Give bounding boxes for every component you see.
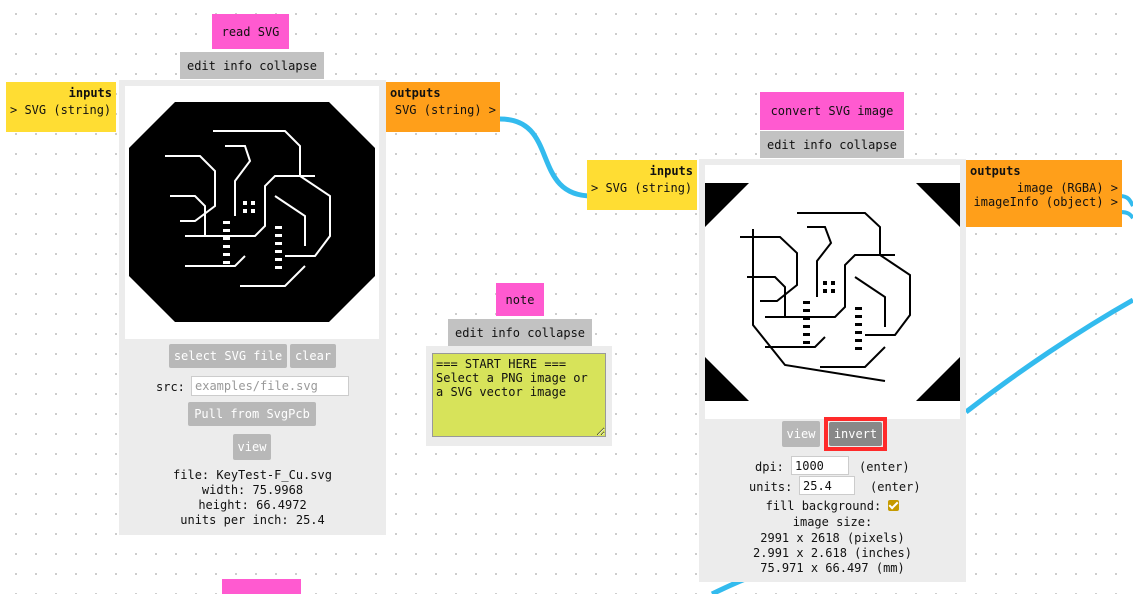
output-port-imageinfo[interactable]: imageInfo (object) >	[973, 195, 1119, 209]
select-svg-file-button[interactable]: select SVG file	[169, 344, 287, 368]
dpi-hint: (enter)	[859, 460, 910, 474]
units-label: units:	[749, 480, 793, 494]
units-input[interactable]	[799, 476, 855, 495]
svg-preview	[125, 86, 379, 339]
fill-background-label: fill background:	[765, 499, 882, 513]
convert-outputs-header: outputs	[970, 164, 1021, 178]
wire-read-to-convert	[499, 116, 593, 199]
convert-inputs-header: inputs	[649, 164, 693, 178]
note-panel: === START HERE === Select a PNG image or…	[426, 346, 612, 446]
convert-outputs: outputs image (RGBA) > imageInfo (object…	[966, 160, 1122, 227]
clear-button[interactable]: clear	[290, 344, 336, 368]
inputs-header: inputs	[68, 86, 112, 100]
converted-preview	[705, 165, 960, 419]
file-width: width: 75.9968	[201, 483, 304, 497]
convert-input-port-svg[interactable]: > SVG (string)	[591, 181, 693, 195]
read-svg-inputs: inputs > SVG (string)	[6, 82, 116, 132]
units-hint: (enter)	[870, 480, 921, 494]
read-svg-panel: select SVG file clear src: Pull from Svg…	[119, 80, 386, 535]
outputs-header: outputs	[390, 86, 441, 100]
fill-background-row: fill background:	[699, 499, 966, 513]
dpi-label: dpi:	[755, 460, 784, 474]
dpi-input[interactable]	[791, 456, 849, 475]
file-name: file: KeyTest-F_Cu.svg	[173, 468, 332, 482]
read-svg-outputs: outputs SVG (string) >	[386, 82, 500, 132]
next-node-title[interactable]	[222, 579, 301, 594]
image-size-label: image size:	[792, 515, 873, 529]
src-input[interactable]	[191, 376, 349, 396]
image-size-mm: 75.971 x 66.497 (mm)	[760, 561, 905, 575]
file-height: height: 66.4972	[198, 498, 307, 512]
file-units: units per inch: 25.4	[180, 513, 325, 527]
fill-background-checkbox[interactable]	[888, 500, 900, 511]
pull-from-svgpcb-button[interactable]: Pull from SvgPcb	[188, 402, 316, 426]
input-port-svg[interactable]: > SVG (string)	[10, 103, 112, 117]
output-port-image[interactable]: image (RGBA) >	[1016, 181, 1118, 195]
inverted-pcb-image	[705, 183, 960, 401]
read-svg-menu[interactable]: edit info collapse	[180, 52, 324, 79]
note-textarea[interactable]: === START HERE === Select a PNG image or…	[432, 353, 606, 437]
convert-view-button[interactable]: view	[782, 421, 820, 447]
invert-highlight	[824, 417, 887, 451]
src-label: src:	[156, 380, 185, 394]
pcb-image	[129, 102, 375, 322]
output-port-svg[interactable]: SVG (string) >	[394, 103, 496, 117]
image-size-pixels: 2991 x 2618 (pixels)	[760, 531, 905, 545]
note-title[interactable]: note	[496, 283, 544, 316]
convert-svg-title[interactable]: convert SVG image	[760, 92, 904, 130]
note-menu[interactable]: edit info collapse	[448, 319, 592, 346]
image-size-inches: 2.991 x 2.618 (inches)	[753, 546, 912, 560]
view-button[interactable]: view	[233, 434, 271, 460]
convert-svg-menu[interactable]: edit info collapse	[760, 131, 904, 158]
convert-panel: view invert dpi: (enter) units: (enter) …	[699, 159, 966, 582]
wire-long-right	[964, 297, 1133, 414]
convert-inputs: inputs > SVG (string)	[587, 160, 697, 210]
invert-button[interactable]: invert	[829, 422, 882, 446]
read-svg-title[interactable]: read SVG	[212, 14, 289, 49]
